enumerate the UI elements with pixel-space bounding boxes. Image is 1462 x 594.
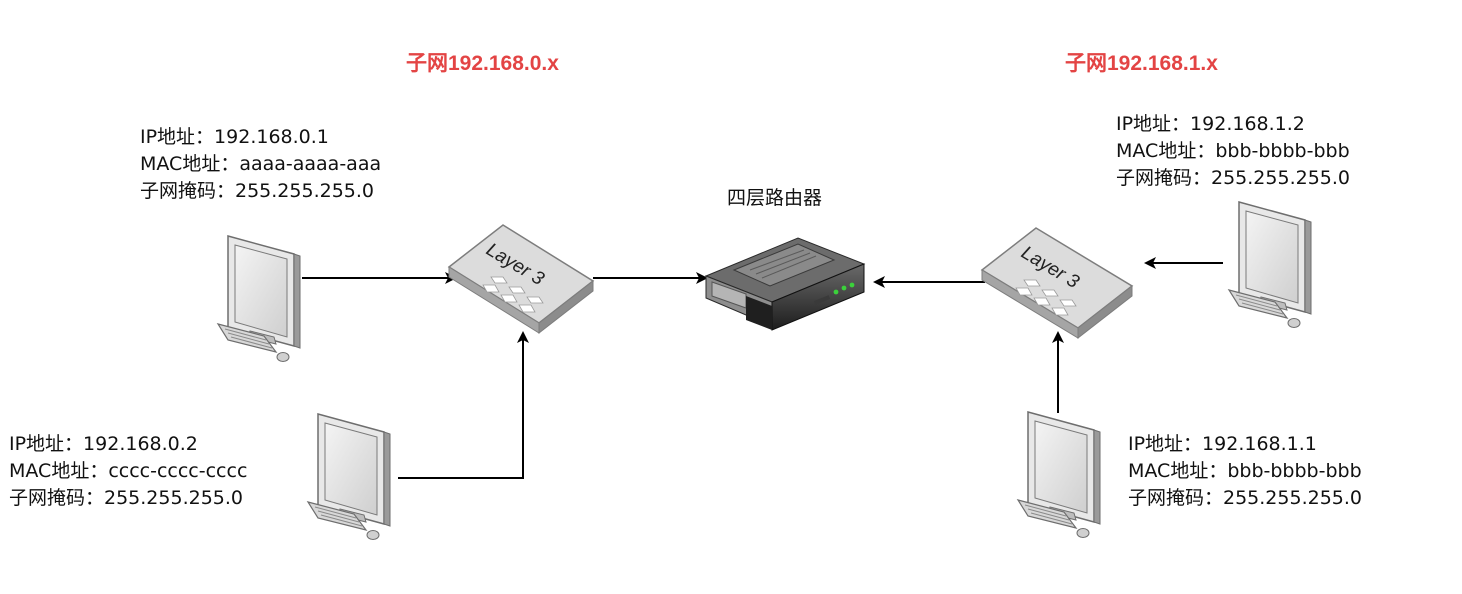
host-mac: MAC地址：bbb-bbbb-bbb [1128,460,1362,482]
router-icon [704,237,866,331]
host-ip: IP地址：192.168.1.1 [1128,433,1317,455]
host-mac: MAC地址：aaaa-aaaa-aaa [140,153,382,175]
host-info: IP地址：192.168.0.1 MAC地址：aaaa-aaaa-aaa 子网掩… [140,124,381,205]
host-ip: IP地址：192.168.0.2 [9,433,198,455]
edge-pc2-switch1 [398,331,529,479]
host-mask: 子网掩码：255.255.255.0 [140,180,375,202]
layer3-switch-icon: Layer 3 [980,227,1134,340]
computer-icon [307,413,391,541]
computer-icon [1228,201,1312,329]
host-mask: 子网掩码：255.255.255.0 [1128,487,1363,509]
host-info: IP地址：192.168.1.2 MAC地址：bbb-bbbb-bbb 子网掩码… [1116,111,1350,192]
subnet-title-left: 子网192.168.0.x [406,52,559,75]
host-mac: MAC地址：bbb-bbbb-bbb [1116,140,1350,162]
host-info: IP地址：192.168.1.1 MAC地址：bbb-bbbb-bbb 子网掩码… [1128,431,1362,512]
host-mac: MAC地址：cccc-cccc-cccc [9,460,248,482]
host-ip: IP地址：192.168.1.2 [1116,113,1305,135]
layer3-switch-icon: Layer 3 [447,224,595,335]
host-ip: IP地址：192.168.0.1 [140,126,329,148]
computer-icon [217,235,301,363]
computer-icon [1017,411,1101,539]
host-mask: 子网掩码：255.255.255.0 [1116,167,1351,189]
connections [302,257,1223,479]
host-mask: 子网掩码：255.255.255.0 [9,487,244,509]
subnet-title-right: 子网192.168.1.x [1065,52,1218,75]
router-label: 四层路由器 [727,187,823,209]
host-info: IP地址：192.168.0.2 MAC地址：cccc-cccc-cccc 子网… [9,431,247,512]
